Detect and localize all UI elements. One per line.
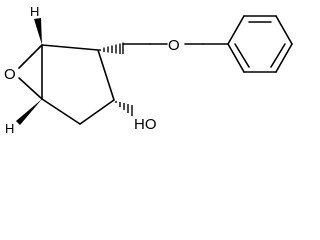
- hydrogen-top-label: H: [30, 4, 39, 19]
- epoxide-oxygen-label: O: [4, 66, 16, 83]
- hashed-wedge-oh: [115, 101, 133, 116]
- bond-ring-1: [41, 44, 99, 51]
- hydrogen-bottom-label: H: [5, 121, 14, 136]
- structure-diagram: O HO H H O: [4, 4, 293, 136]
- hashed-wedge-ch2: [99, 42, 124, 54]
- benzene-bond-1: [227, 15, 245, 45]
- bond-ring-4: [41, 98, 81, 125]
- bold-wedge-h-top: [34, 18, 42, 45]
- bond-o-c-bottom: [18, 77, 43, 100]
- benzene-bond-4: [275, 43, 293, 73]
- benzene-bond-6: [227, 43, 245, 73]
- benzene-bond-3: [275, 15, 293, 45]
- hydroxyl-label: HO: [134, 116, 157, 133]
- ether-oxygen-label: O: [168, 37, 180, 54]
- bond-o-c-top: [18, 44, 43, 69]
- benzene-double-3: [234, 43, 250, 68]
- bond-ring-2: [97, 49, 115, 101]
- benzene-double-2: [270, 43, 286, 68]
- bold-wedge-h-bottom: [16, 99, 42, 125]
- bond-ring-3: [79, 99, 115, 125]
- molecule-canvas: O HO H H O: [4, 4, 293, 136]
